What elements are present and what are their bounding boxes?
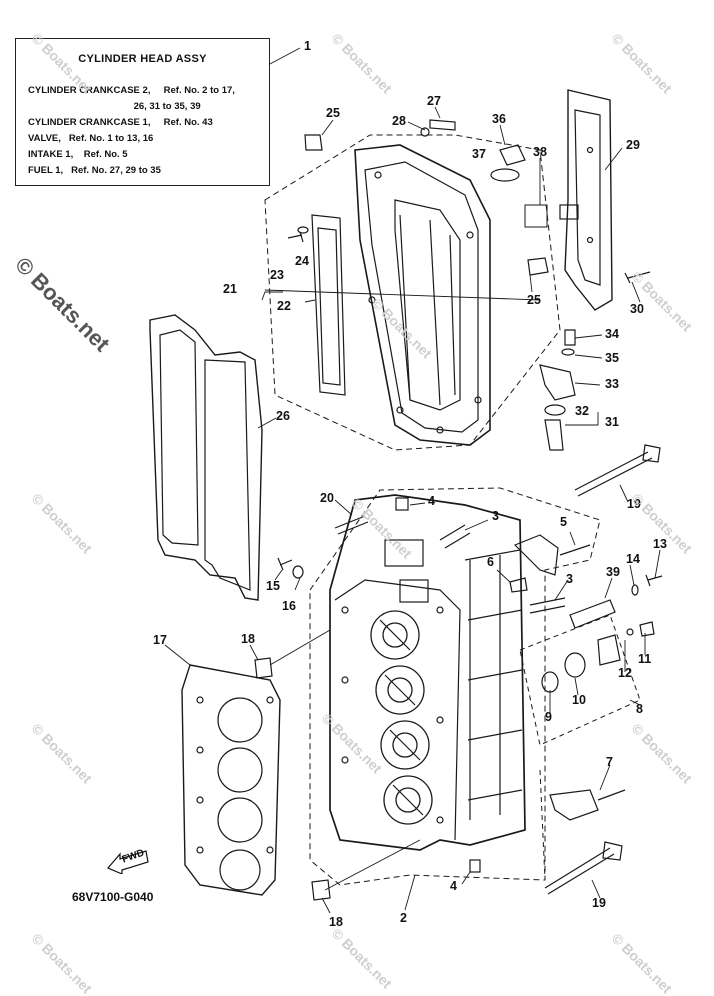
callout-4[interactable]: 4 [450,879,457,893]
legend-line: VALVE, Ref. No. 1 to 13, 16 [28,133,154,144]
callout-22[interactable]: 22 [277,299,291,313]
legend-line: 26, 31 to 35, 39 [28,101,201,112]
callout-2[interactable]: 2 [400,911,407,925]
callout-10[interactable]: 10 [572,693,586,707]
callout-18[interactable]: 18 [241,632,255,646]
callout-35[interactable]: 35 [605,351,619,365]
callout-1[interactable]: 1 [304,39,311,53]
callout-20[interactable]: 20 [320,491,334,505]
callout-13[interactable]: 13 [653,537,667,551]
callout-3[interactable]: 3 [492,509,499,523]
callout-16[interactable]: 16 [282,599,296,613]
callout-8[interactable]: 8 [636,702,643,716]
callout-3[interactable]: 3 [566,572,573,586]
callout-19[interactable]: 19 [627,497,641,511]
legend-line: CYLINDER CRANKCASE 2, Ref. No. 2 to 17, [28,85,235,96]
callout-37[interactable]: 37 [472,147,486,161]
callout-28[interactable]: 28 [392,114,406,128]
callout-26[interactable]: 26 [276,409,290,423]
callout-12[interactable]: 12 [618,666,632,680]
callout-39[interactable]: 39 [606,565,620,579]
diagram-code: 68V7100-G040 [72,890,154,904]
callout-23[interactable]: 23 [270,268,284,282]
callout-6[interactable]: 6 [487,555,494,569]
callout-29[interactable]: 29 [626,138,640,152]
fwd-arrow-icon [107,850,149,874]
callout-38[interactable]: 38 [533,145,547,159]
callout-21[interactable]: 21 [223,282,237,296]
legend-line: FUEL 1, Ref. No. 27, 29 to 35 [28,165,161,176]
callout-7[interactable]: 7 [606,755,613,769]
callout-31[interactable]: 31 [605,415,619,429]
callout-32[interactable]: 32 [575,404,589,418]
callout-34[interactable]: 34 [605,327,619,341]
callout-30[interactable]: 30 [630,302,644,316]
callout-33[interactable]: 33 [605,377,619,391]
callout-25[interactable]: 25 [527,293,541,307]
callout-5[interactable]: 5 [560,515,567,529]
legend-line: INTAKE 1, Ref. No. 5 [28,149,128,160]
callout-24[interactable]: 24 [295,254,309,268]
legend-box: CYLINDER HEAD ASSY CYLINDER CRANKCASE 2,… [15,38,270,186]
callout-14[interactable]: 14 [626,552,640,566]
legend-title: CYLINDER HEAD ASSY [78,53,207,65]
callout-36[interactable]: 36 [492,112,506,126]
legend-line: CYLINDER CRANKCASE 1, Ref. No. 43 [28,117,213,128]
callout-11[interactable]: 11 [638,652,652,666]
callout-27[interactable]: 27 [427,94,441,108]
callout-18[interactable]: 18 [329,915,343,929]
callout-4[interactable]: 4 [428,494,435,508]
callout-25[interactable]: 25 [326,106,340,120]
callout-15[interactable]: 15 [266,579,280,593]
callout-17[interactable]: 17 [153,633,167,647]
callout-9[interactable]: 9 [545,710,552,724]
callout-19[interactable]: 19 [592,896,606,910]
